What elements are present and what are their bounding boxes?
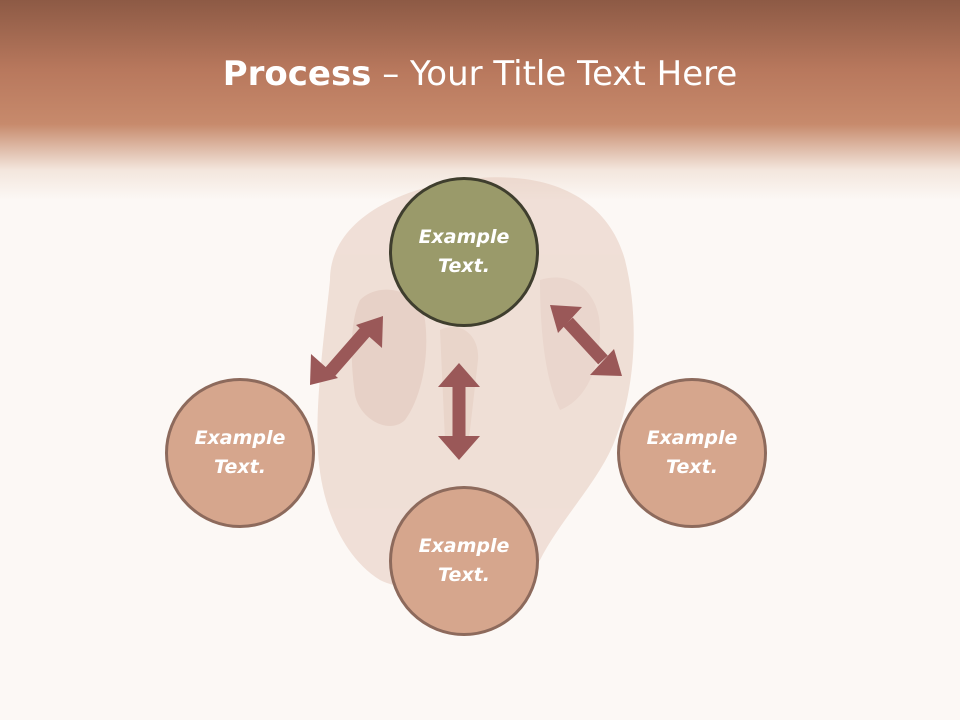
node-left: Example Text. [165,378,315,528]
node-bottom-line2: Text. [438,564,490,586]
node-bottom-line1: Example [418,535,510,557]
node-left-line1: Example [194,427,286,449]
node-right-line1: Example [646,427,738,449]
node-right: Example Text. [617,378,767,528]
title-rest: – Your Title Text Here [371,54,738,94]
title-bold: Process [222,54,372,94]
arrow-center-right [550,305,622,376]
arrow-center-bottom [438,363,480,460]
node-right-line2: Text. [666,456,718,478]
header-band [0,0,960,200]
node-center-line2: Text. [438,255,490,277]
page-title: Process – Your Title Text Here [0,52,960,96]
node-left-line2: Text. [214,456,266,478]
node-center-line1: Example [418,226,510,248]
node-center: Example Text. [389,177,539,327]
node-bottom: Example Text. [389,486,539,636]
arrow-center-left [310,316,383,385]
